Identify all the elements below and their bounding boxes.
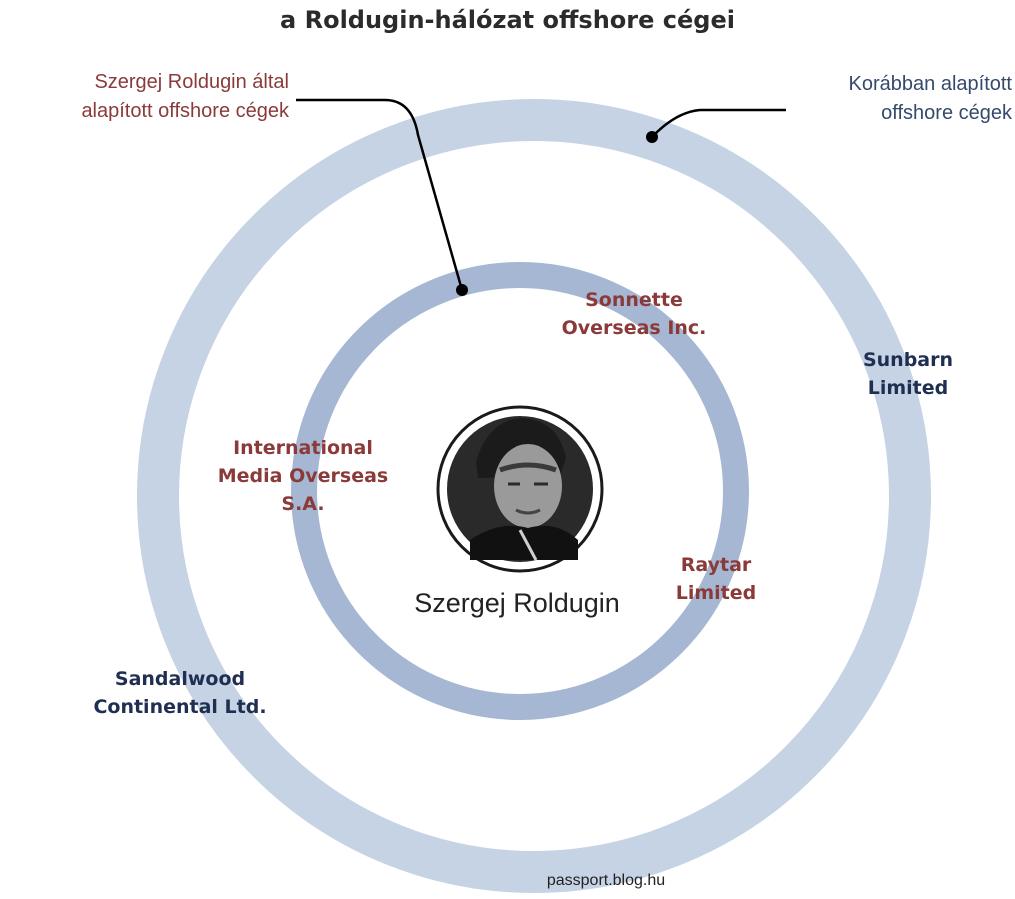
company-line: Sunbarn — [862, 349, 954, 371]
inner-legend-marker — [456, 284, 468, 296]
inner-ring — [291, 262, 749, 720]
outer-legend-marker — [646, 131, 658, 143]
inner-legend-leader-line — [296, 98, 464, 291]
outer-ring — [137, 99, 931, 893]
legend-line: Korábban alapított — [848, 73, 1012, 95]
company-line: International — [233, 437, 373, 459]
company-line: S.A. — [281, 493, 325, 515]
company-line: Sonnette — [585, 289, 683, 311]
company-sonnette: Sonnette Overseas Inc. — [562, 286, 707, 342]
company-line: Raytar — [680, 554, 752, 576]
company-line: Limited — [675, 582, 757, 604]
portrait-photo — [436, 405, 604, 573]
source-credit: passport.blog.hu — [546, 872, 666, 889]
company-line: Limited — [867, 377, 949, 399]
outer-ring-legend: Korábban alapított offshore cégek — [849, 70, 1012, 128]
company-international-media: International Media Overseas S.A. — [218, 434, 388, 518]
company-line: Sandalwood — [114, 668, 246, 690]
inner-ring-legend: Szergej Roldugin által alapított offshor… — [81, 68, 289, 126]
company-sandalwood: Sandalwood Continental Ltd. — [93, 665, 266, 721]
page-title: a Roldugin-hálózat offshore cégei — [280, 6, 735, 34]
legend-line: Szergej Roldugin által — [94, 71, 289, 93]
company-line: Continental Ltd. — [93, 696, 267, 718]
company-line: Media Overseas — [217, 465, 389, 487]
company-sunbarn: Sunbarn Limited — [863, 346, 953, 402]
legend-line: alapított offshore cégek — [81, 100, 289, 122]
company-line: Overseas Inc. — [561, 317, 707, 339]
legend-line: offshore cégek — [881, 102, 1012, 124]
outer-legend-leader-line — [651, 108, 786, 138]
center-person-name: Szergej Roldugin — [414, 588, 620, 618]
company-raytar: Raytar Limited — [676, 551, 757, 607]
